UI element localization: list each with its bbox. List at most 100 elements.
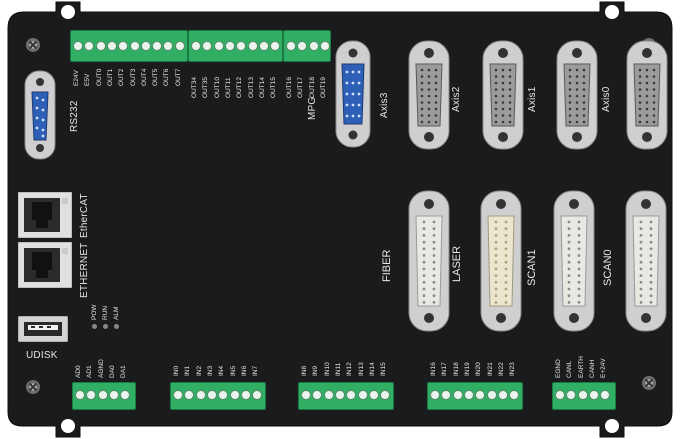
pin-label: AD1 bbox=[86, 365, 94, 378]
terminal-screw-icon[interactable] bbox=[252, 390, 263, 400]
pin-label: OUT15 bbox=[270, 77, 278, 98]
terminal-screw-icon[interactable] bbox=[236, 41, 247, 51]
axis-port[interactable] bbox=[626, 40, 668, 150]
terminal-screw-icon[interactable] bbox=[73, 41, 83, 51]
pin-label: AD0 bbox=[75, 365, 82, 378]
terminal-screw-icon[interactable] bbox=[486, 390, 497, 400]
terminal-screw-icon[interactable] bbox=[195, 390, 206, 400]
fiber-port[interactable] bbox=[408, 190, 450, 332]
terminal-screw-icon[interactable] bbox=[319, 41, 330, 51]
pin-label: IN2 bbox=[195, 365, 203, 376]
terminal-screw-icon[interactable] bbox=[312, 390, 323, 400]
axis1-label: Axis1 bbox=[527, 86, 538, 112]
terminal-screw-icon[interactable] bbox=[229, 390, 240, 400]
terminal-screw-icon[interactable] bbox=[301, 390, 311, 400]
terminal-screw-icon[interactable] bbox=[108, 390, 119, 400]
terminal-screw-icon[interactable] bbox=[566, 390, 577, 400]
pin-label: EARTH bbox=[577, 356, 585, 378]
terminal-screw-icon[interactable] bbox=[163, 41, 174, 51]
terminal-screw-icon[interactable] bbox=[174, 41, 185, 51]
terminal-screw-icon[interactable] bbox=[334, 390, 345, 400]
scan1-port[interactable] bbox=[553, 190, 595, 332]
axis3-port[interactable] bbox=[335, 40, 371, 148]
pin-label: DA1 bbox=[120, 365, 128, 378]
terminal-screw-icon[interactable] bbox=[84, 41, 95, 51]
terminal-screw-icon[interactable] bbox=[240, 390, 251, 400]
terminal-screw-icon[interactable] bbox=[368, 390, 379, 400]
pin-label: OUT0 bbox=[95, 68, 103, 86]
scan0-label: SCAN0 bbox=[602, 249, 614, 286]
terminal-screw-icon[interactable] bbox=[600, 390, 611, 400]
terminal-screw-icon[interactable] bbox=[202, 41, 213, 51]
axis1-port[interactable] bbox=[482, 40, 524, 150]
terminal-screw-icon[interactable] bbox=[270, 41, 281, 51]
ethernet-port[interactable] bbox=[18, 242, 72, 288]
terminal-screw-icon[interactable] bbox=[206, 390, 217, 400]
pin-label: CANH bbox=[588, 359, 596, 378]
terminal-screw-icon[interactable] bbox=[577, 390, 588, 400]
terminal-screw-icon[interactable] bbox=[152, 41, 163, 51]
terminal-screw-icon[interactable] bbox=[286, 41, 296, 51]
axis0-label: Axis0 bbox=[601, 86, 612, 112]
terminal-screw-icon[interactable] bbox=[86, 390, 97, 400]
terminal-screw-icon[interactable] bbox=[140, 41, 151, 51]
terminal-screw-icon[interactable] bbox=[441, 390, 452, 400]
udisk-port[interactable] bbox=[18, 316, 68, 342]
pin-label: OUT1 bbox=[106, 68, 114, 86]
pin-label: OUT16 bbox=[286, 77, 293, 98]
terminal-screw-icon[interactable] bbox=[120, 390, 131, 400]
terminal-screw-icon[interactable] bbox=[509, 390, 520, 400]
pin-label: IN8 bbox=[301, 365, 308, 376]
pin-label: IN12 bbox=[346, 362, 354, 376]
laser-port[interactable] bbox=[480, 190, 522, 332]
terminal-screw-icon[interactable] bbox=[247, 41, 258, 51]
terminal-screw-icon[interactable] bbox=[588, 390, 599, 400]
terminal-screw-icon[interactable] bbox=[452, 390, 463, 400]
terminal-screw-icon[interactable] bbox=[346, 390, 357, 400]
terminal-screw-icon[interactable] bbox=[173, 390, 183, 400]
scan0-port[interactable] bbox=[625, 190, 667, 332]
axis2-port[interactable] bbox=[408, 40, 450, 150]
terminal-screw-icon[interactable] bbox=[118, 41, 129, 51]
terminal-screw-icon[interactable] bbox=[308, 41, 319, 51]
terminal-screw-icon[interactable] bbox=[224, 41, 235, 51]
pin-label: IN17 bbox=[441, 362, 449, 376]
terminal-screw-icon[interactable] bbox=[258, 41, 269, 51]
terminal-screw-icon[interactable] bbox=[95, 41, 106, 51]
terminal-screw-icon[interactable] bbox=[463, 390, 474, 400]
run-led-icon bbox=[103, 324, 108, 329]
terminal-screw-icon[interactable] bbox=[106, 41, 117, 51]
pin-label: OUT35 bbox=[202, 77, 210, 98]
rs232-port[interactable] bbox=[24, 70, 56, 160]
led-label: RUN bbox=[102, 305, 109, 320]
pin-label: IN7 bbox=[252, 365, 260, 376]
terminal-screw-icon[interactable] bbox=[430, 390, 440, 400]
ethercat-port[interactable] bbox=[18, 192, 72, 238]
pin-label: OUT11 bbox=[224, 77, 232, 98]
terminal-screw-icon[interactable] bbox=[297, 41, 308, 51]
terminal-screw-icon[interactable] bbox=[380, 390, 391, 400]
terminal-screw-icon[interactable] bbox=[75, 390, 85, 400]
pin-label: DA0 bbox=[108, 365, 116, 378]
led-label: POW bbox=[91, 304, 98, 320]
udisk-label: UDISK bbox=[26, 350, 58, 361]
axis0-port[interactable] bbox=[556, 40, 598, 150]
pin-label: OUT7 bbox=[174, 68, 182, 86]
terminal-screw-icon[interactable] bbox=[357, 390, 368, 400]
pin-label: IN13 bbox=[357, 362, 365, 376]
terminal-screw-icon[interactable] bbox=[184, 390, 195, 400]
terminal-screw-icon[interactable] bbox=[213, 41, 224, 51]
terminal-screw-icon[interactable] bbox=[497, 390, 508, 400]
pin-label: AGND bbox=[97, 359, 105, 378]
pin-label: IN22 bbox=[497, 362, 505, 376]
terminal-screw-icon[interactable] bbox=[129, 41, 140, 51]
terminal-screw-icon[interactable] bbox=[323, 390, 334, 400]
pin-label: OUT3 bbox=[129, 68, 137, 86]
terminal-screw-icon[interactable] bbox=[475, 390, 486, 400]
pin-label: IN6 bbox=[240, 365, 248, 376]
terminal-screw-icon[interactable] bbox=[97, 390, 108, 400]
terminal-screw-icon[interactable] bbox=[218, 390, 229, 400]
pin-label: IN1 bbox=[184, 365, 192, 376]
terminal-screw-icon[interactable] bbox=[191, 41, 201, 51]
terminal-screw-icon[interactable] bbox=[555, 390, 565, 400]
